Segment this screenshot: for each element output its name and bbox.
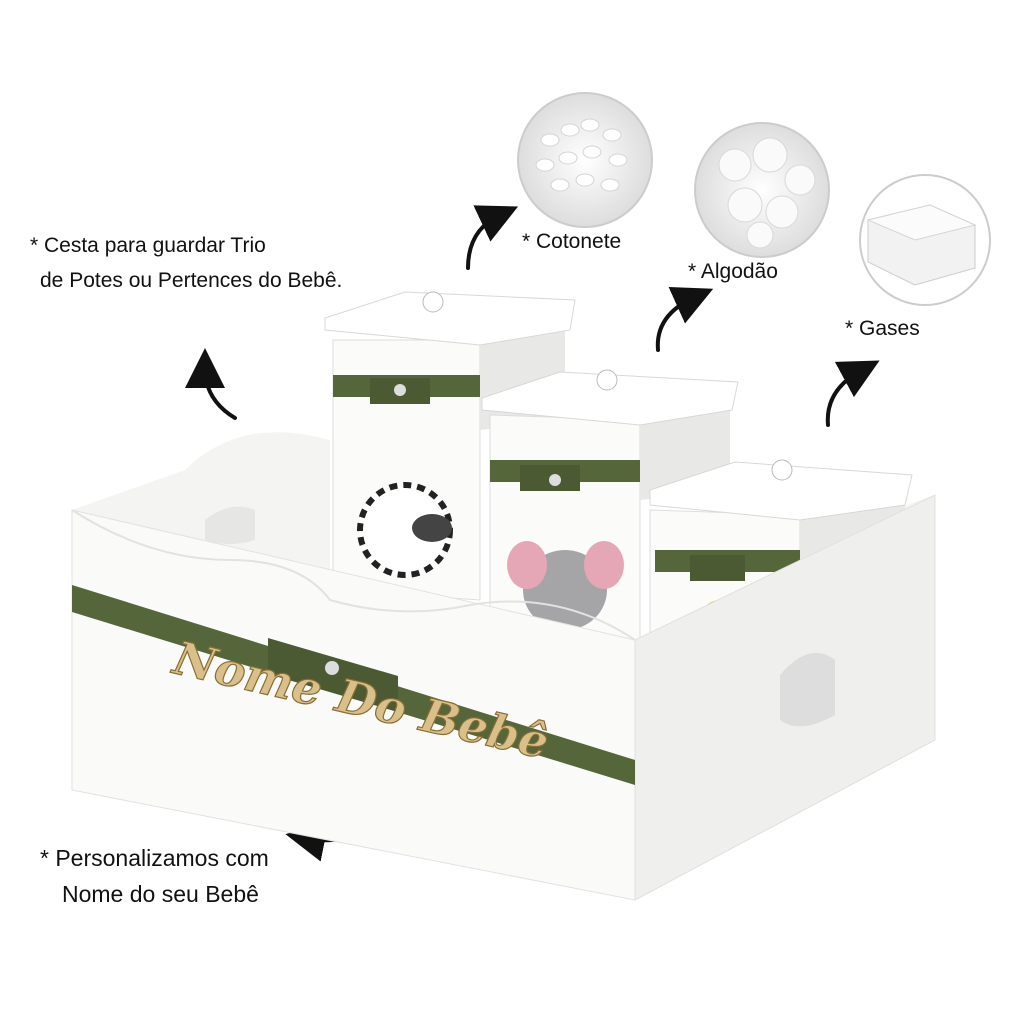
algodao-label: * Algodão bbox=[688, 260, 778, 283]
arrow-gases-icon bbox=[825, 360, 880, 427]
cotton-swabs-image bbox=[517, 92, 653, 228]
tray bbox=[71, 494, 936, 901]
personalize-label-line1: * Personalizamos com bbox=[40, 845, 269, 871]
gauze-image bbox=[859, 174, 991, 306]
basket-label-line2: de Potes ou Pertences do Bebê. bbox=[40, 269, 342, 292]
jar-elephant bbox=[481, 369, 739, 656]
personalize-label-line2: Nome do seu Bebê bbox=[62, 881, 259, 907]
jar-zebra bbox=[324, 291, 576, 601]
arrow-basket-icon bbox=[185, 348, 237, 420]
basket-label-line1: * Cesta para guardar Trio bbox=[30, 234, 266, 257]
gases-label: * Gases bbox=[845, 317, 920, 340]
arrow-cotonete-icon bbox=[466, 205, 519, 270]
arrow-algodao-icon bbox=[655, 286, 714, 352]
cotton-balls-image bbox=[694, 122, 830, 258]
cotonete-label: * Cotonete bbox=[522, 230, 621, 253]
